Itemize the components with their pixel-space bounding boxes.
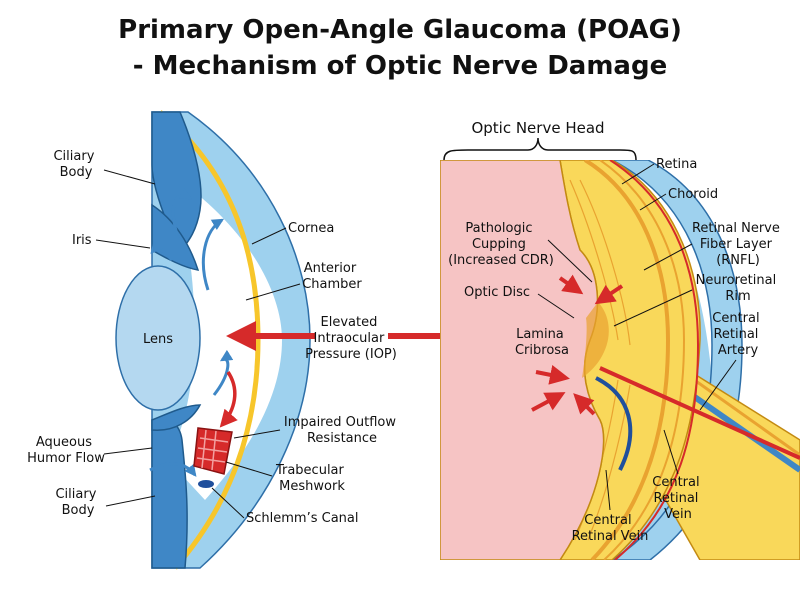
label-pathologic-cupping: Pathologic Cupping (Increased CDR) — [448, 221, 554, 268]
left-labels: Ciliary Body Iris Cornea Anterior Chambe… — [27, 149, 400, 526]
optic-nerve-head-bracket — [443, 137, 637, 161]
compression-arrow-3 — [535, 365, 570, 385]
label-lens: Lens — [143, 332, 173, 347]
label-central-retinal-vein-bottom: Central Retinal Vein — [572, 513, 649, 544]
aqueous-flow-arrow-4 — [149, 462, 197, 477]
label-anterior-chamber: Anterior Chamber — [302, 261, 362, 292]
aqueous-flow-arrow-5 — [212, 349, 234, 396]
label-aqueous-humor-flow: Aqueous Humor Flow — [27, 435, 105, 466]
label-elevated-iop: Elevated Intraocular Pressure (IOP) — [305, 315, 397, 362]
compression-arrow-1 — [558, 274, 584, 295]
lens-shape — [115, 265, 201, 411]
label-trabecular-meshwork: Trabecular Meshwork — [275, 463, 348, 494]
right-labels: Optic Nerve Head Retina Choroid Patholog… — [448, 119, 784, 544]
label-lamina-cribrosa: Lamina Cribrosa — [515, 327, 569, 358]
iris-bottom-shape — [151, 404, 202, 431]
label-retina: Retina — [656, 157, 697, 172]
label-central-retinal-artery: Central Retinal Artery — [712, 311, 763, 358]
compression-arrow-5 — [573, 393, 596, 416]
label-ciliary-body-top: Ciliary Body — [53, 149, 98, 180]
schlemms-canal-shape — [198, 480, 214, 488]
title-line-1: Primary Open-Angle Glaucoma (POAG) — [118, 15, 682, 45]
label-neuroretinal-rim: Neuroretinal Rim — [696, 273, 781, 304]
compression-arrow-2 — [594, 284, 624, 305]
label-optic-nerve-head: Optic Nerve Head — [471, 119, 604, 137]
optic-nerve-section — [440, 160, 800, 560]
label-rnfl: Retinal Nerve Fiber Layer (RNFL) — [692, 221, 784, 268]
compression-arrow-4 — [531, 392, 566, 412]
ciliary-body-bottom-shape — [151, 418, 188, 569]
label-impaired-outflow: Impaired Outflow Resistance — [284, 415, 400, 446]
aqueous-flow-arrow-1 — [171, 188, 193, 239]
central-retinal-vein-shape — [595, 376, 633, 471]
aqueous-flow-arrow-3 — [150, 240, 174, 262]
label-iris: Iris — [72, 233, 92, 248]
title-line-2: - Mechanism of Optic Nerve Damage — [132, 51, 668, 81]
label-cornea: Cornea — [288, 221, 334, 236]
aqueous-flow-arrow-2 — [201, 218, 225, 291]
outflow-red-arrow — [219, 371, 238, 428]
central-retinal-artery-shape — [599, 366, 800, 460]
label-central-retinal-vein-right: Central Retinal Vein — [652, 475, 703, 522]
pressure-arrow-1 — [211, 291, 233, 311]
label-optic-disc: Optic Disc — [464, 285, 530, 300]
sclera-band — [158, 110, 261, 570]
anterior-eye-section — [115, 110, 512, 570]
label-choroid: Choroid — [668, 187, 718, 202]
label-ciliary-body-bottom: Ciliary Body — [55, 487, 100, 518]
anterior-chamber-shape — [168, 175, 282, 500]
lamina-cribrosa-shape — [582, 302, 609, 378]
label-schlemms-canal: Schlemm’s Canal — [246, 511, 358, 526]
trabecular-meshwork-shape — [193, 427, 233, 475]
